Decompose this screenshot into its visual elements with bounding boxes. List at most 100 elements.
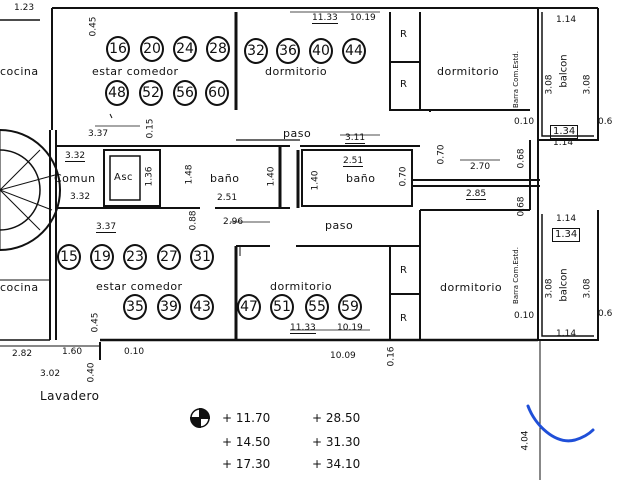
dimension-label: 3.32 [65, 151, 86, 162]
dimension-label: 1.40 [310, 170, 321, 191]
unit-circle: 20 [140, 36, 164, 62]
dimension-label: 3.37 [96, 222, 117, 233]
dimension-label: 0.68 [516, 196, 527, 217]
dimension-label: 2.85 [466, 189, 487, 200]
dimension-label: 1.36 [144, 166, 155, 187]
dimension-label: 0.40 [86, 362, 97, 383]
unit-circle: 23 [123, 244, 147, 270]
unit-circle: 55 [305, 294, 329, 320]
dimension-label: 1.14 [556, 214, 577, 224]
room-label-dormitorio-top-right: dormitorio [437, 65, 500, 78]
dimension-label: 1.34 [552, 228, 581, 242]
level-value: + 31.30 [312, 435, 361, 449]
room-label-bano-left: baño [210, 172, 240, 185]
dimension-label: 1.48 [184, 164, 195, 185]
dimension-label: 0.88 [188, 210, 199, 231]
dimension-label: 0.15 [145, 118, 156, 139]
dimension-label: 0.10 [514, 311, 535, 321]
dimension-label: 2.82 [12, 349, 33, 359]
unit-circle: 31 [190, 244, 214, 270]
level-value: + 14.50 [222, 435, 271, 449]
unit-circle: 16 [106, 36, 130, 62]
room-label-lavadero: Lavadero [40, 389, 100, 403]
dimension-label: 10.09 [330, 351, 356, 361]
unit-circle: 59 [338, 294, 362, 320]
dimension-label: 0.10 [514, 117, 535, 127]
level-value: + 11.70 [222, 411, 271, 425]
closet-label-r-bottom-1: R [400, 265, 407, 276]
unit-circle: 39 [157, 294, 181, 320]
dimension-label: 0.68 [516, 148, 527, 169]
dimension-label: 3.37 [88, 129, 109, 139]
dimension-label: 0.70 [398, 166, 409, 187]
room-label-asc: Asc [114, 172, 134, 183]
dimension-label: 0.45 [88, 16, 99, 37]
unit-circle: 52 [139, 80, 163, 106]
closet-label-r-bottom-2: R [400, 313, 407, 324]
dimension-label: 0.10 [124, 347, 145, 357]
room-label-paso-mid: paso [325, 219, 354, 232]
room-label-comun: Comun [54, 172, 96, 185]
dimension-label: 0.16 [386, 346, 397, 367]
dimension-label: 3.08 [582, 74, 593, 95]
dimension-label: 1.14 [553, 138, 574, 148]
dimension-label: 0.70 [436, 144, 447, 165]
dimension-label: 11.33 [312, 13, 338, 24]
room-label-balcon-bottom: balcon [558, 268, 570, 302]
unit-circle: 51 [270, 294, 294, 320]
elevator-box [103, 149, 161, 207]
dimension-label: 3.08 [544, 74, 555, 95]
dimension-label: 1.14 [556, 15, 577, 25]
dimension-label: 4.04 [520, 430, 531, 451]
unit-circle: 48 [105, 80, 129, 106]
unit-circle: 44 [342, 38, 366, 64]
dimension-label: 3.08 [582, 278, 593, 299]
dimension-label: 0.45 [90, 312, 101, 333]
unit-circle: 15 [57, 244, 81, 270]
room-label-cocina-top: cocina [0, 65, 39, 78]
dimension-label: 1.14 [556, 329, 577, 339]
dimension-label: 0.6 [598, 117, 613, 127]
unit-circle: 27 [157, 244, 181, 270]
dimension-label: 2.51 [343, 156, 364, 167]
room-label-estar-comedor-top: estar comedor [92, 65, 179, 78]
room-label-cocina-bottom: cocina [0, 281, 39, 294]
spiral-stair [0, 129, 61, 251]
room-label-dormitorio-bottom-mid: dormitorio [270, 280, 333, 293]
label-barra-top: Barra Com.Estd. [511, 51, 520, 108]
unit-circle: 32 [244, 38, 268, 64]
dimension-label: 1.34 [550, 125, 579, 139]
unit-circle: 56 [173, 80, 197, 106]
room-label-balcon-top: balcon [558, 54, 570, 88]
dimension-label: 10.19 [350, 13, 376, 23]
dimension-label: 1.60 [62, 347, 83, 357]
dimension-label: 0.6 [598, 309, 613, 319]
dimension-label: 2.51 [217, 193, 238, 203]
room-label-dormitorio-top-mid: dormitorio [265, 65, 328, 78]
dimension-label: 1.40 [266, 166, 277, 187]
closet-label-r-top-1: R [400, 29, 407, 40]
room-label-paso-top: paso [283, 127, 312, 140]
dimension-label: 1.23 [14, 3, 35, 13]
unit-circle: 19 [90, 244, 114, 270]
unit-circle: 47 [237, 294, 261, 320]
unit-circle: 40 [309, 38, 333, 64]
level-value: + 28.50 [312, 411, 361, 425]
dimension-label: 2.70 [470, 162, 491, 172]
unit-circle: 36 [276, 38, 300, 64]
dimension-label: 10.19 [337, 323, 363, 333]
dimension-label: 3.02 [40, 369, 61, 379]
bathroom-right [301, 149, 413, 207]
dimension-label: 11.33 [290, 323, 316, 334]
unit-circle: 24 [173, 36, 197, 62]
unit-circle: 43 [190, 294, 214, 320]
level-value: + 17.30 [222, 457, 271, 471]
room-label-dormitorio-bottom-right: dormitorio [440, 281, 503, 294]
dimension-label: 3.32 [70, 192, 91, 202]
closet-label-r-top-2: R [400, 79, 407, 90]
room-label-bano-right: baño [346, 172, 376, 185]
level-value: + 34.10 [312, 457, 361, 471]
dimension-label: 3.11 [345, 133, 366, 144]
room-label-estar-comedor-bottom: estar comedor [96, 280, 183, 293]
